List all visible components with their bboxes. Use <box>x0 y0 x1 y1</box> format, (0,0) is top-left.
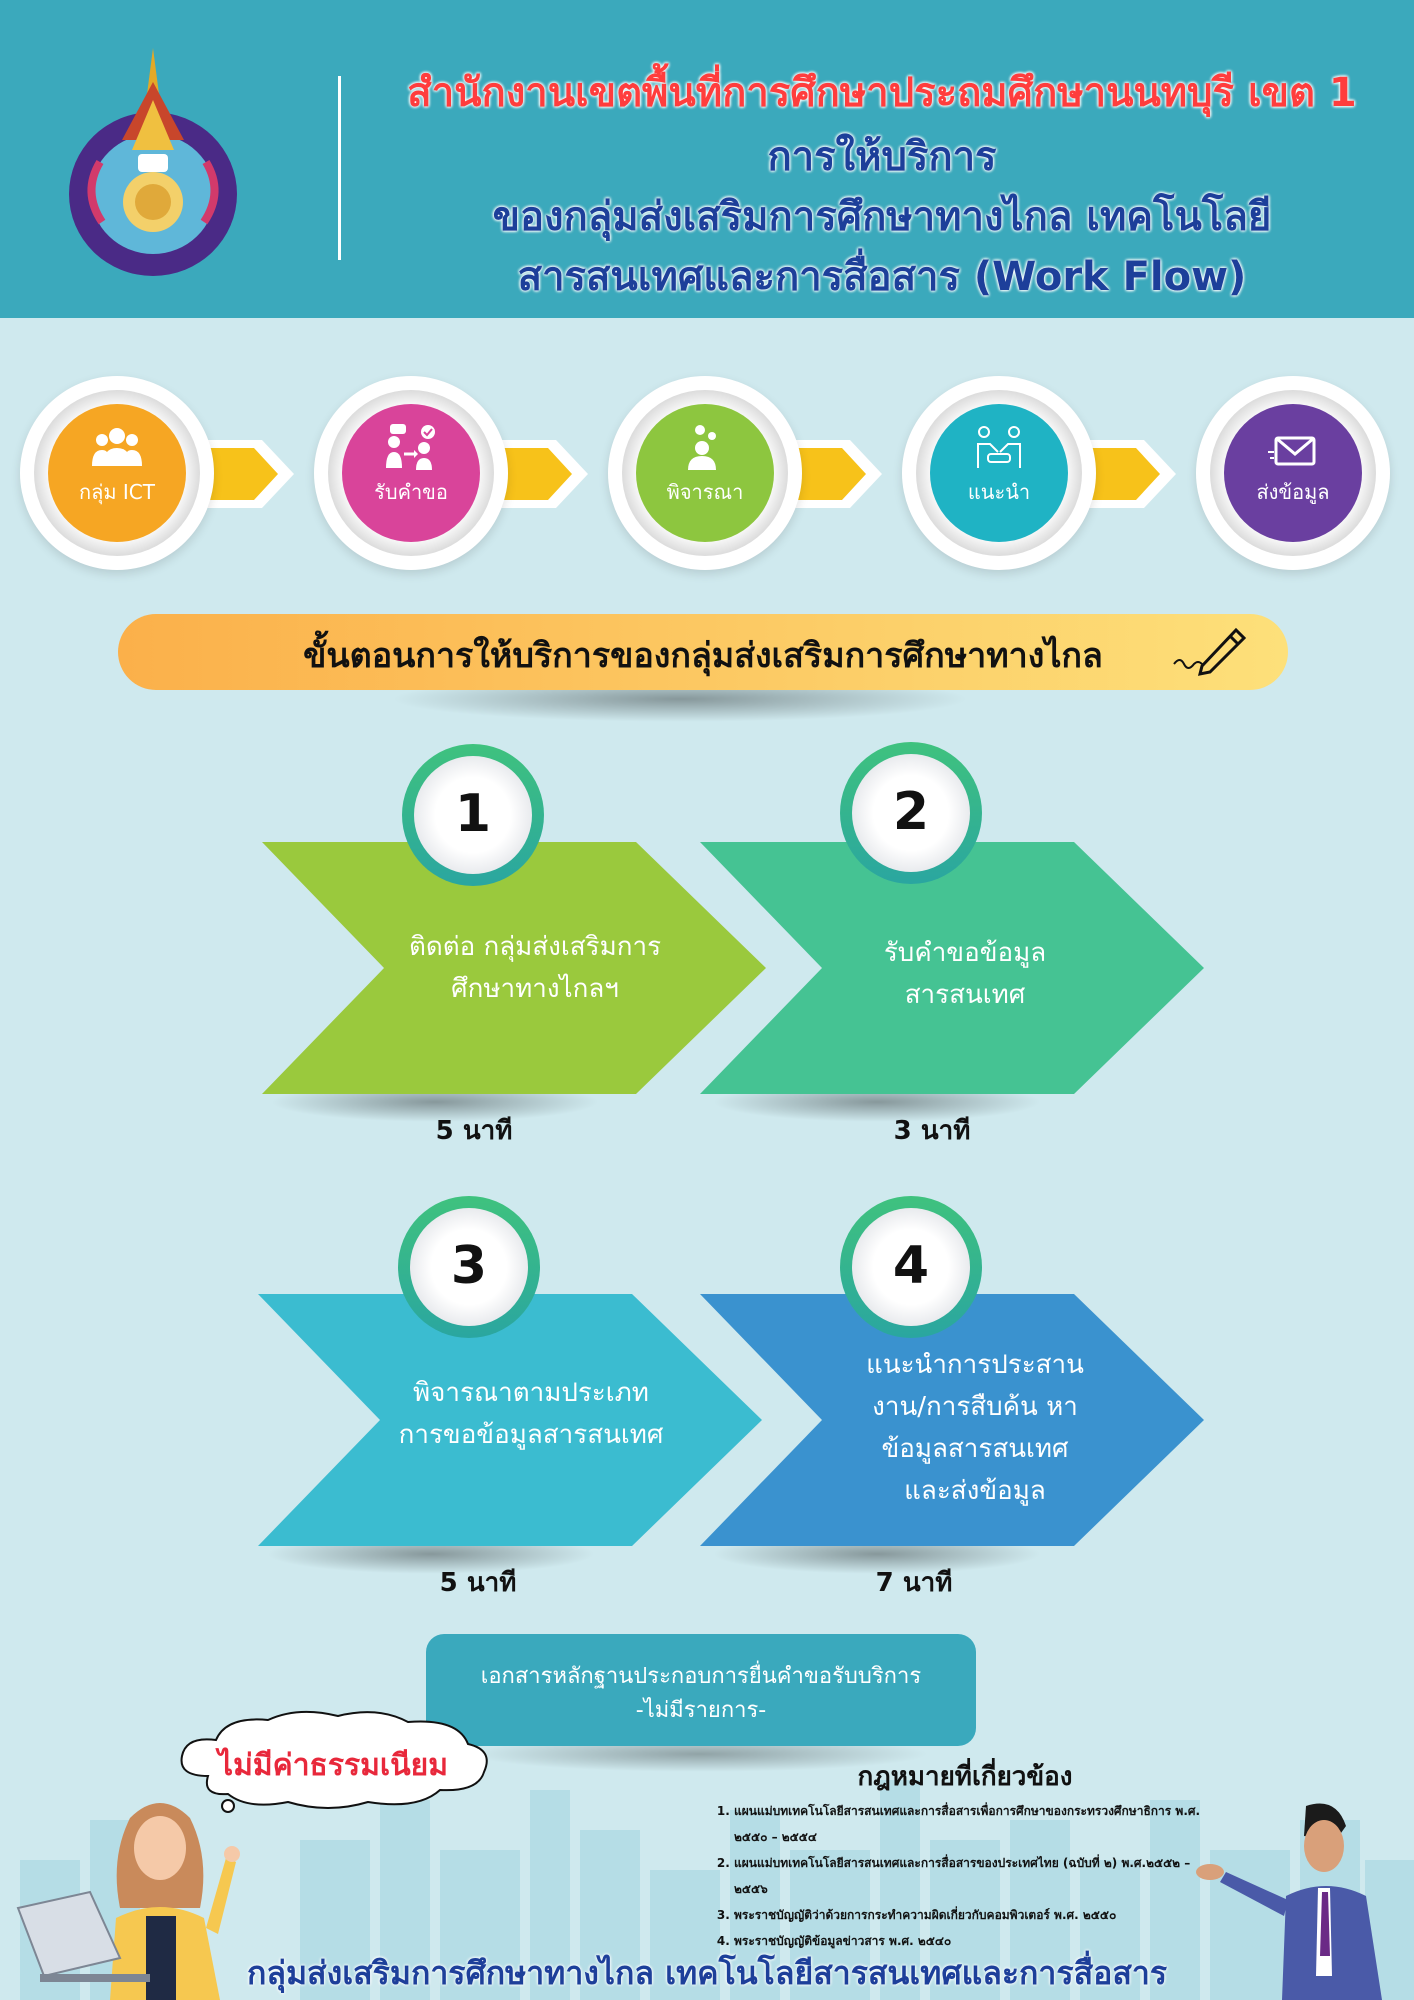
group-icon <box>92 428 142 466</box>
flow-label: แนะนำ <box>967 480 1031 504</box>
step-text-line: พิจารณาตามประเภท <box>413 1378 649 1408</box>
footer-title: กลุ่มส่งเสริมการศึกษาทางไกล เทคโนโลยีสาร… <box>246 1954 1168 1992</box>
step-text-line: และส่งข้อมูล <box>904 1476 1046 1506</box>
law-item: พระราชบัญญัติว่าด้วยการกระทำความผิดเกี่ย… <box>734 1902 1214 1928</box>
step-text-line: การขอข้อมูลสารสนเทศ <box>398 1420 664 1450</box>
step-number: 4 <box>892 1236 930 1296</box>
flow-step-request: รับคำขอ <box>314 376 508 570</box>
office-logo <box>62 42 244 278</box>
step-text-line: ข้อมูลสารสนเทศ <box>881 1434 1069 1464</box>
step-2-duration: 3 นาที <box>893 1116 971 1146</box>
law-item: พระราชบัญญัติข้อมูลข่าวสาร พ.ศ. ๒๕๔๐ <box>734 1928 1214 1954</box>
law-item: แผนแม่บทเทคโนโลยีสารสนเทศและการสื่อสารขอ… <box>734 1850 1214 1902</box>
flow-label: รับคำขอ <box>374 480 448 504</box>
woman-with-laptop-illustration <box>16 1803 240 2000</box>
step-4-arrow <box>700 1294 1204 1546</box>
step-4-text: แนะนำการประสาน งาน/การสืบค้น หา ข้อมูลสา… <box>790 1344 1160 1512</box>
speech-cloud <box>180 1710 488 1813</box>
step-1-arrow <box>262 842 766 1094</box>
step-text-line: รับคำขอข้อมูล <box>883 938 1047 968</box>
header-bar <box>0 0 1414 318</box>
header-divider <box>338 76 341 260</box>
step-1-badge: 1 <box>402 744 544 886</box>
step-2-text: รับคำขอข้อมูล สารสนเทศ <box>790 932 1140 1016</box>
fee-text: ไม่มีค่าธรรมเนียม <box>218 1748 448 1783</box>
law-item: แผนแม่บทเทคโนโลยีสารสนเทศและการสื่อสารเพ… <box>734 1798 1214 1850</box>
documents-title: เอกสารหลักฐานประกอบการยื่นคำขอรับบริการ <box>480 1664 922 1689</box>
step-3-duration: 5 นาที <box>439 1568 517 1598</box>
step-3-text: พิจารณาตามประเภท การขอข้อมูลสารสนเทศ <box>326 1372 736 1456</box>
handshake-icon <box>977 426 1021 468</box>
step-text-line: งาน/การสืบค้น หา <box>872 1392 1078 1422</box>
title-line-2: ของกลุ่มส่งเสริมการศึกษาทางไกล เทคโนโลยี <box>492 194 1272 240</box>
step-2-badge: 2 <box>840 742 982 884</box>
flow-label: ส่งข้อมูล <box>1256 480 1330 504</box>
section-banner: ขั้นตอนการให้บริการของกลุ่มส่งเสริมการศึ… <box>118 614 1288 690</box>
step-text-line: แนะนำการประสาน <box>866 1350 1084 1380</box>
flow-step-advise: แนะนำ <box>902 376 1096 570</box>
step-3-badge: 3 <box>398 1196 540 1338</box>
step-number: 2 <box>892 782 930 842</box>
step-4-duration: 7 นาที <box>875 1568 953 1598</box>
pencil-icon <box>1172 620 1248 676</box>
step-text-line: สารสนเทศ <box>904 980 1026 1010</box>
banner-title: ขั้นตอนการให้บริการของกลุ่มส่งเสริมการศึ… <box>303 636 1103 676</box>
step-1-text: ติดต่อ กลุ่มส่งเสริมการ ศึกษาทางไกลฯ <box>330 926 740 1010</box>
flow-label: พิจารณา <box>666 480 744 504</box>
man-presenting-illustration <box>1196 1803 1382 2000</box>
documents-value: -ไม่มีรายการ- <box>635 1698 767 1723</box>
step-1-duration: 5 นาที <box>435 1116 513 1146</box>
laws-heading: กฎหมายที่เกี่ยวข้อง <box>857 1762 1073 1792</box>
laws-list: แผนแม่บทเทคโนโลยีสารสนเทศและการสื่อสารเพ… <box>716 1798 1214 1954</box>
title-line-1: การให้บริการ <box>767 134 997 180</box>
step-3-arrow <box>258 1294 762 1546</box>
office-name: สำนักงานเขตพื้นที่การศึกษาประถมศึกษานนทบ… <box>407 70 1357 116</box>
consider-icon <box>688 425 716 470</box>
step-4-badge: 4 <box>840 1196 982 1338</box>
documents-box: เอกสารหลักฐานประกอบการยื่นคำขอรับบริการ … <box>426 1634 976 1746</box>
flow-step-ict: กลุ่ม ICT <box>20 376 214 570</box>
step-number: 3 <box>450 1236 488 1296</box>
flow-label: กลุ่ม ICT <box>79 480 155 504</box>
step-text-line: ศึกษาทางไกลฯ <box>451 974 619 1004</box>
step-text-line: ติดต่อ กลุ่มส่งเสริมการ <box>408 932 662 962</box>
step-number: 1 <box>454 784 492 844</box>
title-line-3: สารสนเทศและการสื่อสาร (Work Flow) <box>517 254 1247 300</box>
request-icon <box>386 424 435 470</box>
step-2-arrow <box>700 842 1204 1094</box>
flow-step-consider: พิจารณา <box>608 376 802 570</box>
send-mail-icon <box>1268 436 1316 466</box>
flow-step-send: ส่งข้อมูล <box>1196 376 1390 570</box>
